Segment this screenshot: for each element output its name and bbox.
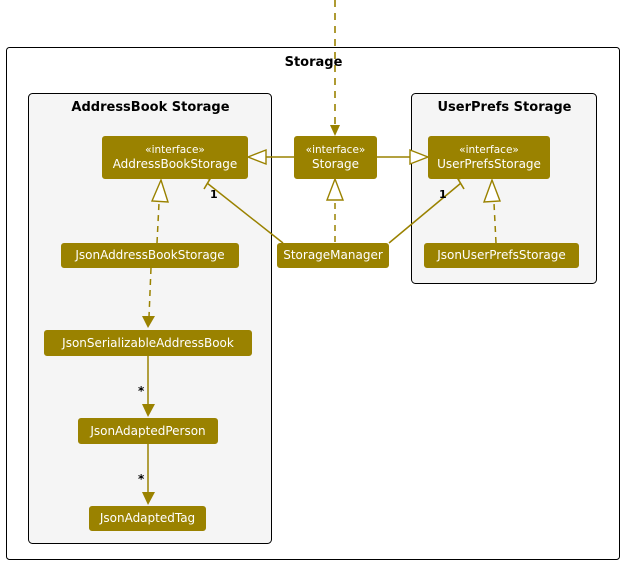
class-name-storagemanager: StorageManager — [283, 248, 383, 262]
class-box-addressbookstorage[interactable]: «interface» AddressBookStorage — [102, 136, 248, 179]
multiplicity-label-jsonadaptedtag: * — [138, 472, 145, 486]
class-box-jsonadaptedperson[interactable]: JsonAdaptedPerson — [78, 418, 218, 444]
stereotype-label-userprefsstorage: «interface» — [459, 144, 519, 156]
package-title-userprefs-storage: UserPrefs Storage — [437, 100, 572, 115]
stereotype-label-addressbookstorage: «interface» — [145, 144, 205, 156]
class-name-jsonadaptedtag: JsonAdaptedTag — [99, 511, 196, 525]
class-box-jsonuserprefsstorage[interactable]: JsonUserPrefsStorage — [424, 243, 579, 268]
multiplicity-label-addressbookstorage: 1 — [210, 188, 218, 201]
connector-storagemanager-implements-storage — [325, 177, 345, 242]
class-name-storage: Storage — [312, 157, 359, 171]
connector-jsonaddressbookstorage-implements-addressbookstorage — [150, 177, 169, 244]
multiplicity-label-userprefsstorage: 1 — [439, 188, 447, 201]
package-title-storage: Storage — [284, 55, 343, 70]
connector-jsonuserprefsstorage-implements-userprefsstorage — [482, 177, 501, 244]
connector-external-to-storage — [330, 0, 340, 136]
multiplicity-label-jsonadaptedperson: * — [138, 384, 145, 398]
class-box-storage[interactable]: «interface» Storage — [294, 136, 377, 179]
connector-jsonserializableaddressbook-has-jsonadaptedperson — [142, 356, 155, 417]
connector-jsonaddressbookstorage-uses-jsonserializableaddressbook — [142, 267, 155, 328]
package-title-addressbook-storage: AddressBook Storage — [71, 100, 230, 115]
class-name-jsonadaptedperson: JsonAdaptedPerson — [90, 423, 206, 438]
class-box-jsonserializableaddressbook[interactable]: JsonSerializableAddressBook — [44, 330, 252, 356]
class-box-jsonaddressbookstorage[interactable]: JsonAddressBookStorage — [61, 243, 239, 268]
class-name-jsonserializableaddressbook: JsonSerializableAddressBook — [62, 335, 234, 350]
class-box-userprefsstorage[interactable]: «interface» UserPrefsStorage — [428, 136, 550, 179]
class-box-storagemanager[interactable]: StorageManager — [277, 243, 389, 268]
connector-storage-extends-userprefsstorage — [377, 148, 430, 166]
class-box-jsonadaptedtag[interactable]: JsonAdaptedTag — [89, 506, 206, 531]
class-name-userprefsstorage: UserPrefsStorage — [437, 157, 541, 171]
connector-jsonadaptedperson-has-jsonadaptedtag — [142, 444, 155, 505]
stereotype-label-storage: «interface» — [305, 144, 366, 156]
class-name-addressbookstorage: AddressBookStorage — [112, 157, 238, 171]
connector-storage-extends-addressbookstorage — [246, 148, 294, 166]
class-name-jsonaddressbookstorage: JsonAddressBookStorage — [75, 248, 225, 262]
class-name-jsonuserprefsstorage: JsonUserPrefsStorage — [437, 248, 566, 262]
